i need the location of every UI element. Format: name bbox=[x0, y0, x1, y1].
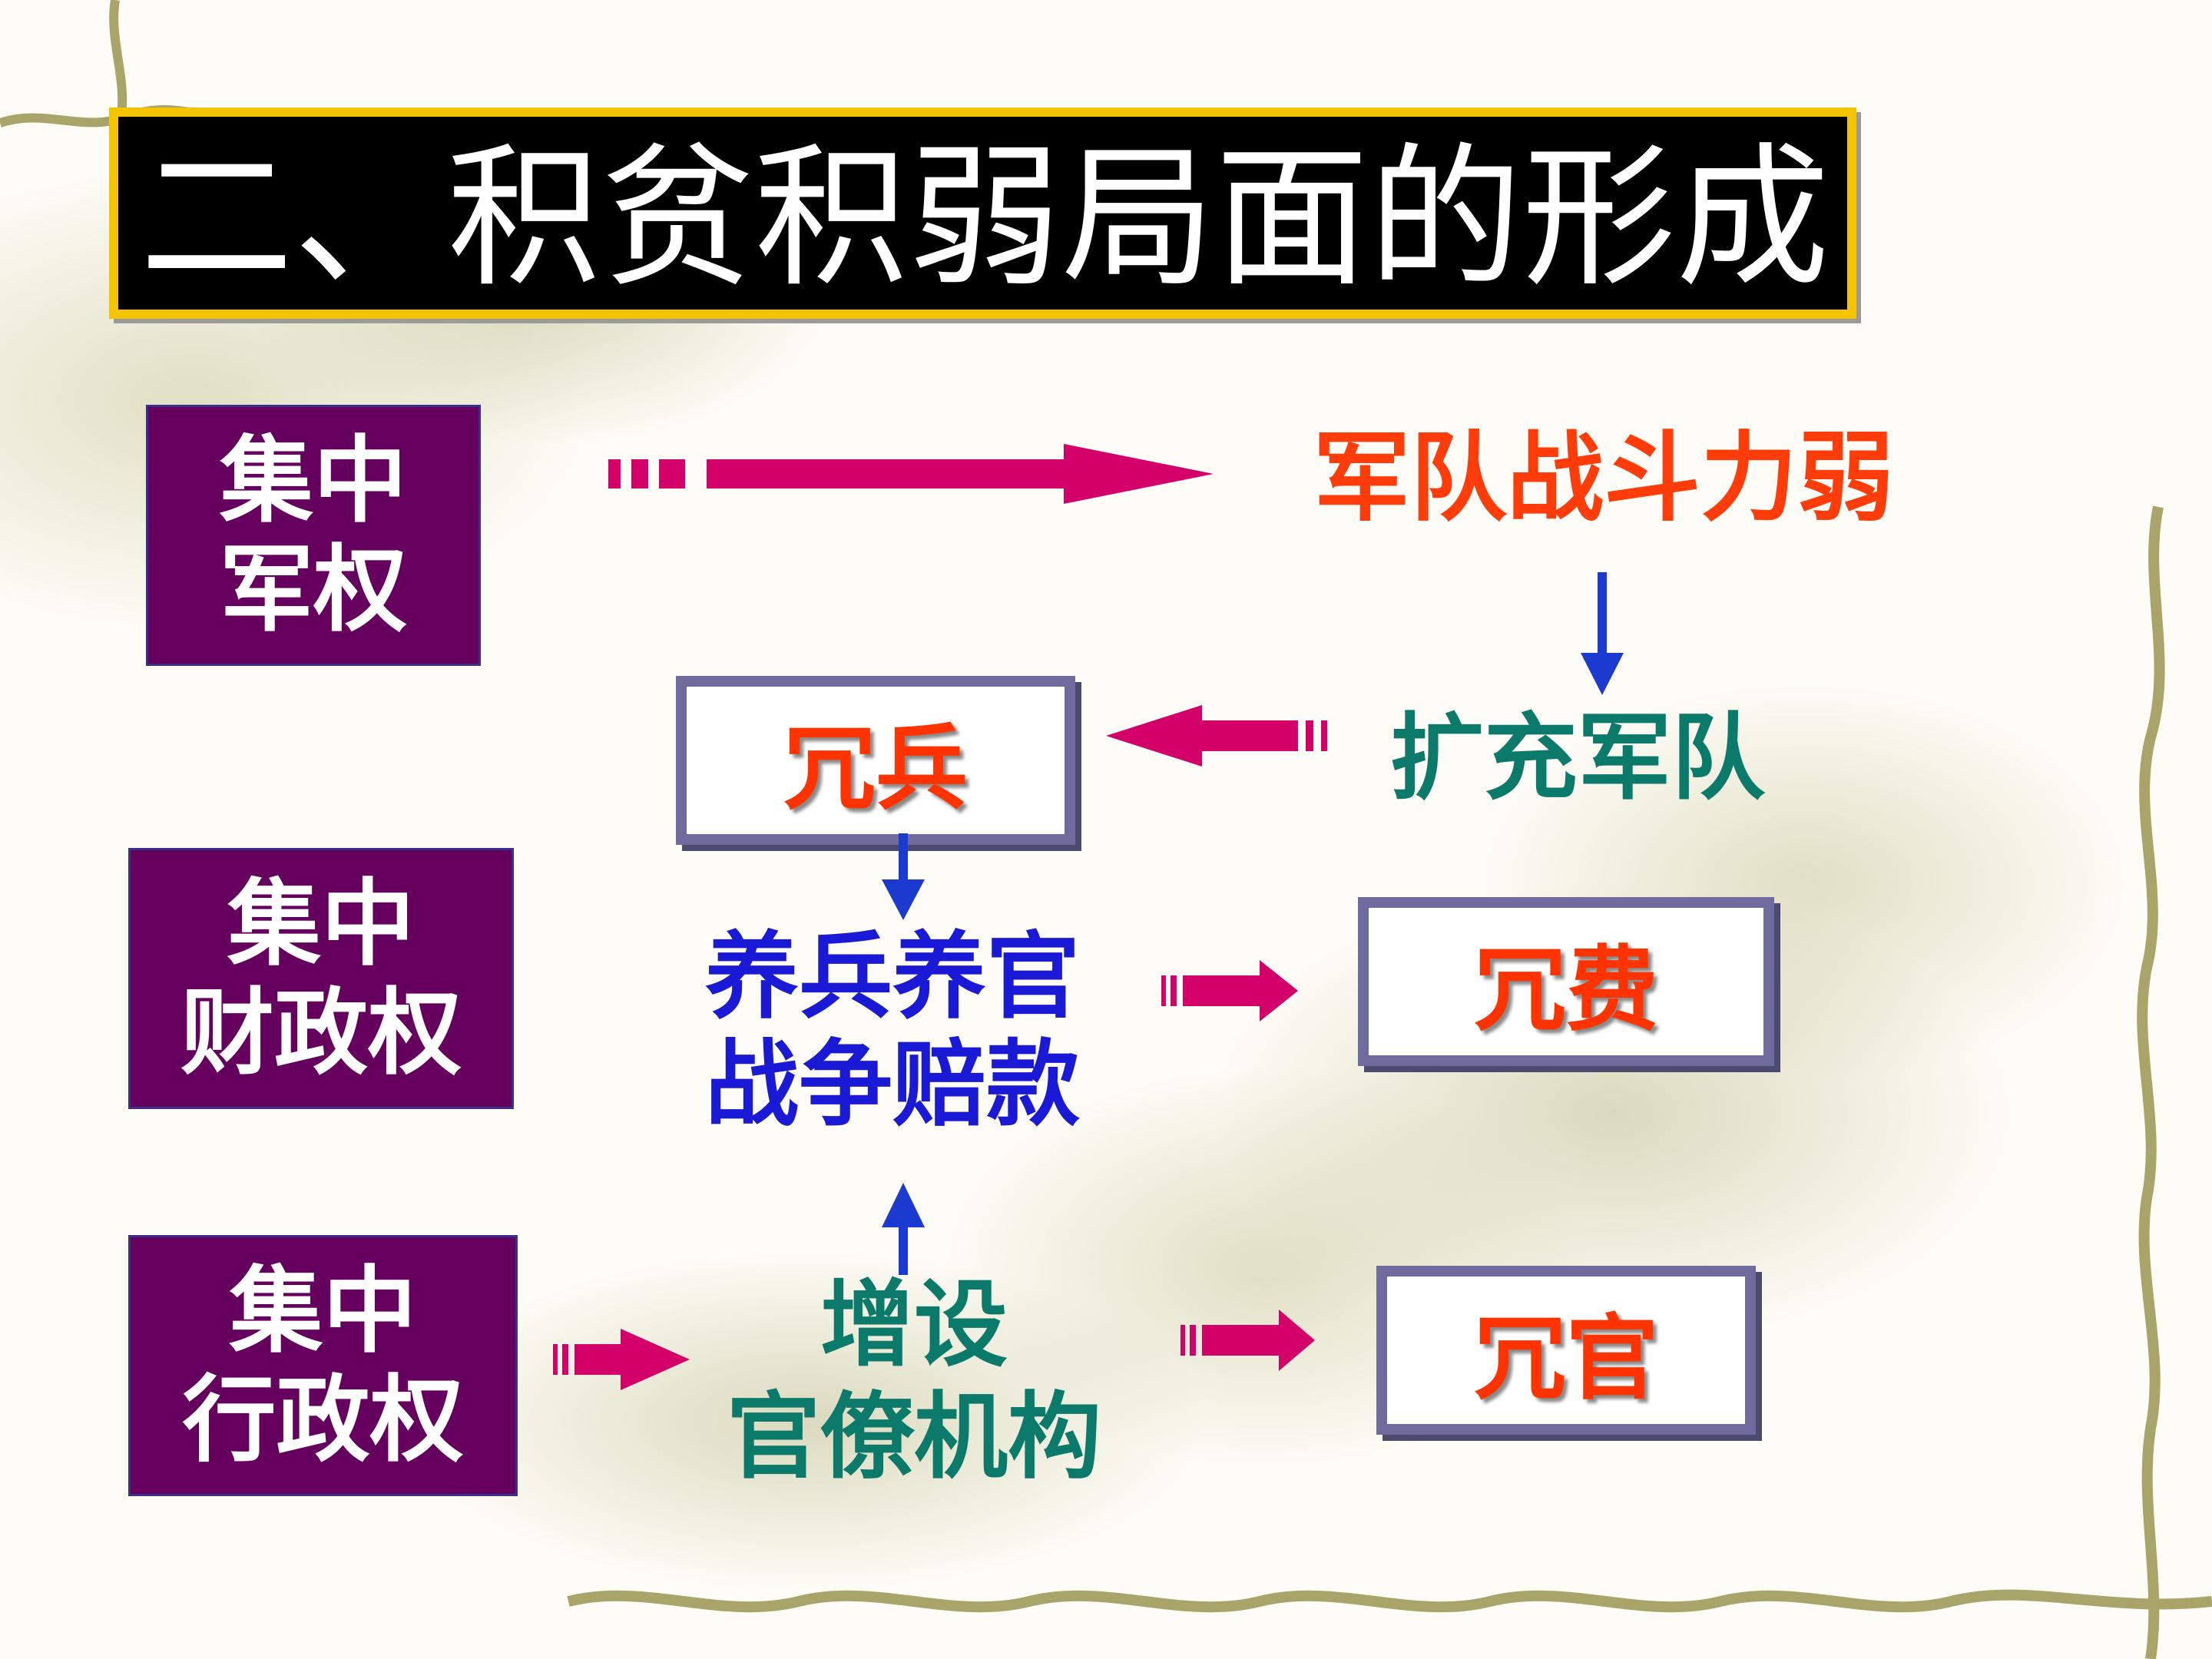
add-offices-line: 增设 bbox=[820, 1270, 1008, 1379]
box-line: 集中 bbox=[229, 1257, 417, 1366]
page-title: 二、积贫积弱局面的形成 bbox=[140, 129, 1830, 308]
box-centralize-military: 集中 军权 bbox=[146, 405, 481, 666]
node-support-costs: 养兵养官 战争赔款 bbox=[705, 923, 1080, 1138]
node-weak-army: 军队战斗力弱 bbox=[1313, 422, 1894, 535]
box-redundant-expenses: 冗费 bbox=[1358, 897, 1774, 1066]
redundant-soldiers-label: 冗兵 bbox=[783, 716, 968, 823]
box-line: 行政权 bbox=[182, 1366, 464, 1475]
redundant-expenses-label: 冗费 bbox=[1474, 937, 1658, 1044]
node-add-offices: 增设 官僚机构 bbox=[714, 1269, 1114, 1493]
add-offices-line: 官僚机构 bbox=[727, 1382, 1101, 1492]
title-banner: 二、积贫积弱局面的形成 bbox=[109, 108, 1856, 319]
box-line: 集中 bbox=[220, 426, 407, 535]
box-centralize-finance: 集中 财政权 bbox=[128, 848, 514, 1109]
box-centralize-administration: 集中 行政权 bbox=[128, 1235, 518, 1496]
support-line: 战争赔款 bbox=[705, 1030, 1080, 1139]
box-redundant-officials: 冗官 bbox=[1376, 1266, 1756, 1435]
box-line: 财政权 bbox=[180, 979, 462, 1088]
node-expand-army: 扩充军队 bbox=[1390, 704, 1765, 813]
box-redundant-soldiers: 冗兵 bbox=[676, 676, 1075, 845]
redundant-officials-label: 冗官 bbox=[1474, 1306, 1658, 1412]
box-line: 军权 bbox=[220, 535, 407, 644]
box-line: 集中 bbox=[227, 869, 415, 979]
support-line: 养兵养官 bbox=[705, 922, 1080, 1031]
